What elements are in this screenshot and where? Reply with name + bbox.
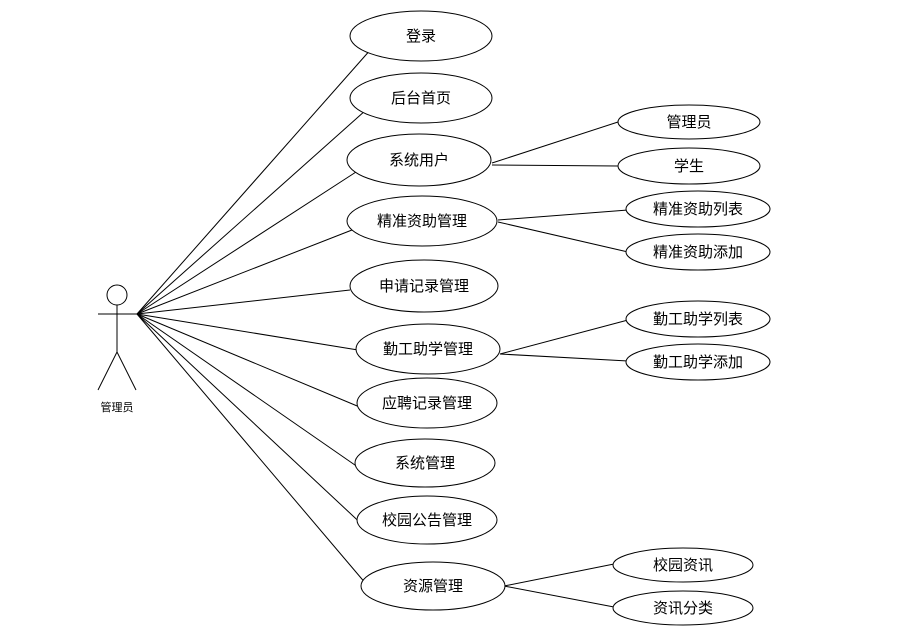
sub-use-case-news-category: 资讯分类 <box>612 590 754 626</box>
assoc-ws-add <box>499 353 629 362</box>
use-case-label: 登录 <box>406 27 436 45</box>
use-case-label: 勤工助学添加 <box>653 353 743 371</box>
sub-use-case-aid-list: 精准资助列表 <box>625 190 771 228</box>
assoc-aid-list <box>497 209 629 221</box>
assoc-ws-list <box>499 319 629 355</box>
use-case-label: 系统用户 <box>389 151 449 169</box>
assoc-job-applications <box>136 313 363 409</box>
use-case-label: 校园公告管理 <box>382 511 472 529</box>
sub-use-case-admin: 管理员 <box>617 104 761 140</box>
use-case-dashboard: 后台首页 <box>349 72 493 124</box>
use-case-label: 勤工助学列表 <box>653 310 743 328</box>
use-case-label: 精准资助列表 <box>653 200 743 218</box>
assoc-system-users <box>136 171 357 315</box>
use-case-label: 精准资助添加 <box>653 243 743 261</box>
assoc-precision-aid <box>136 229 353 315</box>
assoc-campus-notice <box>136 313 369 531</box>
sub-use-case-aid-add: 精准资助添加 <box>625 233 771 271</box>
assoc-res-news <box>503 563 615 587</box>
use-case-resources: 资源管理 <box>360 561 506 611</box>
use-case-login: 登录 <box>349 10 493 62</box>
use-case-label: 精准资助管理 <box>377 212 467 230</box>
assoc-work-study <box>136 313 359 351</box>
use-case-system-admin: 系统管理 <box>354 438 496 488</box>
use-case-label: 应聘记录管理 <box>382 394 472 412</box>
assoc-aid-add <box>497 221 629 253</box>
use-case-label: 管理员 <box>666 113 711 131</box>
use-case-label: 勤工助学管理 <box>383 340 473 358</box>
assoc-system-admin <box>136 313 366 473</box>
use-case-label: 系统管理 <box>395 454 455 472</box>
assoc-login <box>136 47 373 315</box>
actor-head <box>106 284 128 306</box>
actor: 管理员 <box>97 284 137 414</box>
actor-left-leg <box>97 351 118 391</box>
actor-associations <box>136 47 379 599</box>
use-case-label: 申请记录管理 <box>379 277 469 295</box>
use-case-label: 资源管理 <box>403 577 463 595</box>
use-case-application-records: 申请记录管理 <box>349 259 499 313</box>
use-case-precision-aid: 精准资助管理 <box>346 195 498 247</box>
use-case-label: 后台首页 <box>391 89 451 107</box>
assoc-resources <box>136 313 379 599</box>
assoc-users-student <box>491 164 619 167</box>
sub-use-case-campus-news: 校园资讯 <box>612 547 754 583</box>
assoc-users-admin <box>491 121 619 164</box>
sub-use-case-student: 学生 <box>617 147 761 185</box>
use-case-campus-notice: 校园公告管理 <box>356 495 498 545</box>
assoc-res-category <box>503 585 615 608</box>
use-case-work-study: 勤工助学管理 <box>355 323 501 375</box>
sub-use-case-work-study-add: 勤工助学添加 <box>625 343 771 381</box>
use-case-system-users: 系统用户 <box>346 133 492 187</box>
sub-use-case-work-study-list: 勤工助学列表 <box>625 300 771 338</box>
assoc-dashboard <box>136 109 367 315</box>
use-case-label: 学生 <box>674 157 704 175</box>
actor-label: 管理员 <box>101 400 134 414</box>
use-case-label: 资讯分类 <box>653 599 713 617</box>
sub-associations <box>491 121 629 608</box>
assoc-application-records <box>136 289 351 315</box>
use-case-job-applications: 应聘记录管理 <box>356 377 498 429</box>
actor-right-leg <box>116 351 137 391</box>
use-case-label: 校园资讯 <box>653 556 713 574</box>
